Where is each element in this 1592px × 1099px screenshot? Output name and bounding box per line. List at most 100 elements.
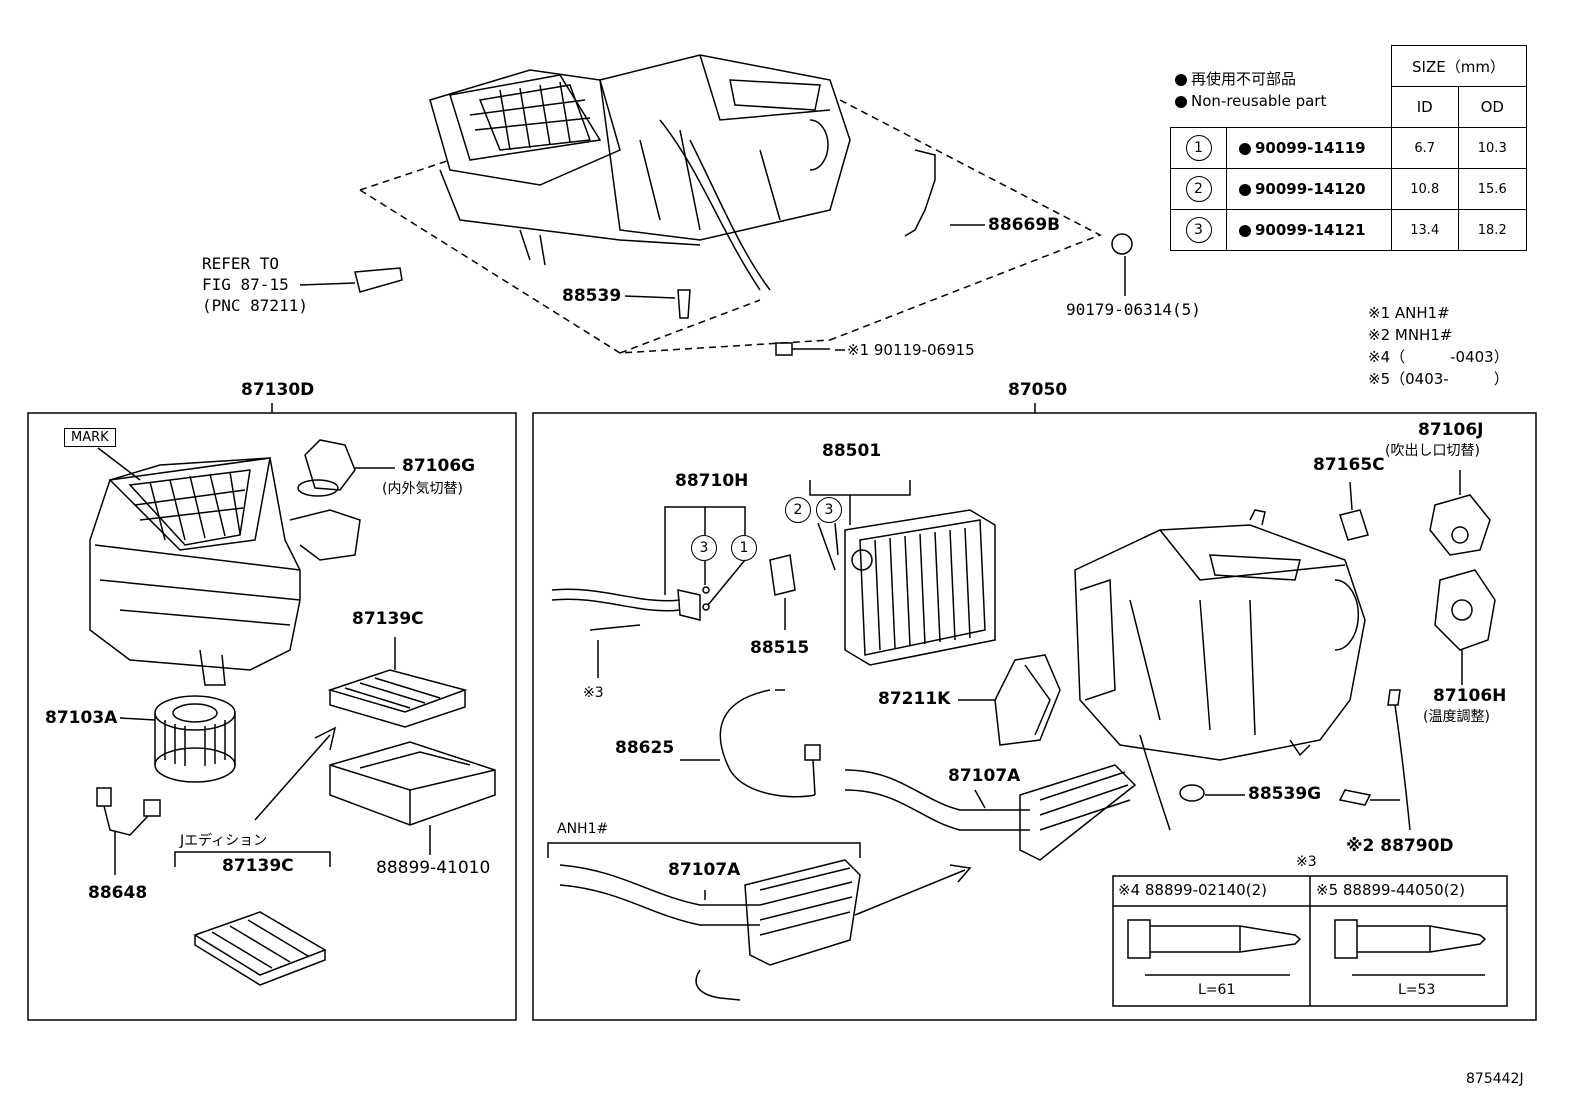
note-4: ※4（ -0403） xyxy=(1368,348,1509,366)
part-87211K-duct xyxy=(958,654,1061,746)
legend-jp: 再使用不可部品 xyxy=(1175,68,1326,90)
part-88501-evaporator xyxy=(809,480,996,666)
left-group-title: 87130D xyxy=(241,380,315,400)
part-88539G-grommet xyxy=(1179,784,1245,802)
label-87139C: 87139C xyxy=(352,609,424,629)
col-id: ID xyxy=(1390,86,1459,128)
install-arrow xyxy=(254,734,331,821)
size-od: 18.2 xyxy=(1458,209,1527,251)
label-88790D: ※2 88790D xyxy=(1346,836,1454,856)
refer-line-3: (PNC 87211) xyxy=(202,296,308,315)
size-id: 6.7 xyxy=(1390,127,1459,169)
applicability-notes: ※1 ANH1# ※2 MNH1# ※4（ -0403） ※5（0403- ） xyxy=(1368,302,1509,390)
label-88710H: 88710H xyxy=(675,471,749,491)
label-88648: 88648 xyxy=(88,883,148,903)
refer-line-1: REFER TO xyxy=(202,254,280,273)
number-badge: 3 xyxy=(691,535,717,561)
size-od: 10.3 xyxy=(1458,127,1527,169)
label-88539G: 88539G xyxy=(1248,784,1322,804)
label-87107A-b: 87107A xyxy=(668,860,741,880)
note-87106G: (内外気切替) xyxy=(382,481,463,497)
install-arrow-2 xyxy=(854,869,966,916)
number-badge: 2 xyxy=(1185,176,1212,202)
part-88625-sensor xyxy=(680,689,821,798)
legend-en: Non-reusable part xyxy=(1175,90,1326,112)
bolt-4-length: L=61 xyxy=(1198,982,1236,998)
label-87139C-b: 87139C xyxy=(222,856,294,876)
part-number: 90099-14120 xyxy=(1255,180,1366,198)
part-88648-harness xyxy=(96,787,161,875)
figure-id: 875442J xyxy=(1466,1071,1524,1087)
main-hvac-housing xyxy=(1074,509,1366,831)
note-2: ※2 MNH1# xyxy=(1368,326,1453,344)
number-badge: 1 xyxy=(1185,135,1212,161)
label-87211K: 87211K xyxy=(878,689,951,709)
bolt-5-length: L=53 xyxy=(1398,982,1436,998)
size-id: 10.8 xyxy=(1390,168,1459,210)
bolt-4-label: ※4 88899-02140(2) xyxy=(1118,881,1267,899)
label-87106H: 87106H xyxy=(1433,686,1507,706)
label-87106J: 87106J xyxy=(1418,420,1484,440)
note-3-bolt: ※3 xyxy=(583,685,604,701)
bolt-table xyxy=(1112,875,1508,1007)
right-group-frame xyxy=(532,412,1537,1021)
filled-dot-icon xyxy=(1175,73,1187,86)
label-87107A: 87107A xyxy=(948,766,1021,786)
part-87106H-actuator xyxy=(1434,569,1496,685)
note-87106H: (温度調整) xyxy=(1423,709,1490,725)
anh-label: ANH1# xyxy=(557,821,609,837)
label-88625: 88625 xyxy=(615,738,675,758)
part-bracket-87211 xyxy=(354,267,403,293)
part-87106G xyxy=(297,439,395,497)
filled-dot-icon xyxy=(1239,142,1251,155)
part-90179-grommet xyxy=(1111,233,1133,255)
part-87107A-anh-heater-core xyxy=(559,859,861,1001)
part-88669B-hose xyxy=(904,149,936,237)
bolt-table-note: ※3 xyxy=(1296,854,1317,870)
note-1: ※1 ANH1# xyxy=(1368,304,1450,322)
label-88501: 88501 xyxy=(822,441,882,461)
note-87106J: (吹出し口切替) xyxy=(1385,443,1480,459)
label-90119: ※1 90119-06915 xyxy=(847,341,975,359)
part-87103A-blower-motor xyxy=(119,695,236,783)
filled-dot-icon xyxy=(1239,183,1251,196)
size-row: 2 90099-14120 10.8 15.6 xyxy=(1170,168,1527,210)
part-number: 90099-14121 xyxy=(1255,221,1366,239)
part-87139C-jedition-filter xyxy=(193,911,327,986)
label-88669B: 88669B xyxy=(988,215,1061,235)
size-title: SIZE（mm） xyxy=(1390,45,1527,87)
part-88790D-sensor xyxy=(1338,689,1411,831)
label-87103A: 87103A xyxy=(45,708,118,728)
label-87106G: 87106G xyxy=(402,456,476,476)
part-90119-bolt xyxy=(775,342,830,356)
part-87106J-actuator xyxy=(1429,470,1491,556)
part-87165C xyxy=(1339,481,1369,541)
part-88539-drain xyxy=(677,289,691,319)
number-badge: 2 xyxy=(785,497,811,523)
label-87165C: 87165C xyxy=(1313,455,1385,475)
filled-dot-icon xyxy=(1175,95,1187,108)
label-90179: 90179-06314(5) xyxy=(1066,300,1201,319)
part-88710H-pipe xyxy=(551,506,746,678)
number-badge: 3 xyxy=(816,497,842,523)
col-od: OD xyxy=(1458,86,1527,128)
right-group-title: 87050 xyxy=(1008,380,1068,400)
label-88899-41010: 88899-41010 xyxy=(376,858,491,878)
part-87107A-heater-core xyxy=(844,764,1137,861)
size-table: SIZE（mm） ID OD 1 90099-14119 6.7 10.3 2 … xyxy=(1170,45,1527,251)
bolt-5-label: ※5 88899-44050(2) xyxy=(1316,881,1465,899)
blower-assembly xyxy=(89,457,361,686)
label-88539: 88539 xyxy=(562,286,622,306)
size-row: 1 90099-14119 6.7 10.3 xyxy=(1170,127,1527,169)
part-88899-41010-case xyxy=(329,741,496,855)
size-row: 3 90099-14121 13.4 18.2 xyxy=(1170,209,1527,251)
filled-dot-icon xyxy=(1239,224,1251,237)
number-badge: 3 xyxy=(1185,217,1212,243)
note-5: ※5（0403- ） xyxy=(1368,370,1509,388)
top-hvac-assembly xyxy=(429,54,851,291)
part-number: 90099-14119 xyxy=(1255,139,1366,157)
part-87139C-filter xyxy=(327,637,468,728)
top-assembly-outline xyxy=(359,99,1102,354)
legend: 再使用不可部品 Non-reusable part xyxy=(1175,68,1326,112)
